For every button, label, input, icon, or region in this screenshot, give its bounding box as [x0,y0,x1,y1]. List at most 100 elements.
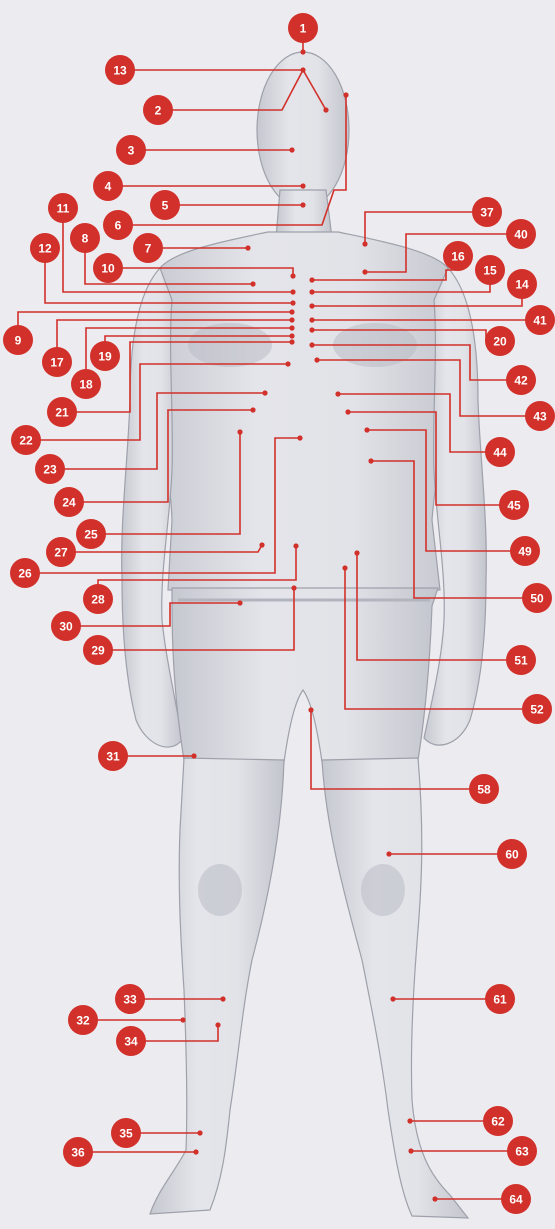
marker-badge-29: 29 [83,635,113,665]
marker-label: 18 [79,378,93,392]
human-figure [122,52,487,1218]
marker-badge-27: 27 [46,537,76,567]
marker-badge-12: 12 [30,233,60,263]
marker-badge-61: 61 [485,984,515,1014]
landmark-point-14 [309,303,314,308]
landmark-point-20 [309,327,314,332]
marker-label: 51 [514,654,528,668]
landmark-point-35 [197,1130,202,1135]
marker-label: 26 [18,567,32,581]
marker-label: 2 [155,104,162,118]
marker-badge-21: 21 [47,397,77,427]
marker-label: 7 [145,242,152,256]
marker-label: 1 [300,22,307,36]
marker-badge-33: 33 [115,984,145,1014]
marker-label: 36 [71,1146,85,1160]
marker-badge-45: 45 [499,490,529,520]
landmark-point-5 [300,202,305,207]
landmark-point-24 [250,407,255,412]
marker-badge-23: 23 [35,454,65,484]
marker-label: 29 [91,644,105,658]
marker-label: 43 [533,410,547,424]
shorts [172,588,438,762]
marker-label: 50 [530,592,544,606]
marker-label: 8 [82,232,89,246]
landmark-point-11 [290,289,295,294]
marker-label: 33 [123,993,137,1007]
marker-badge-40: 40 [506,219,536,249]
marker-label: 23 [43,463,57,477]
marker-badge-10: 10 [93,253,123,283]
marker-badge-16: 16 [443,241,473,271]
marker-label: 6 [115,219,122,233]
landmark-point-12 [290,300,295,305]
landmark-point-4 [300,183,305,188]
marker-badge-26: 26 [10,558,40,588]
landmark-point-29 [291,585,296,590]
marker-label: 15 [483,264,497,278]
marker-label: 49 [518,545,532,559]
marker-label: 3 [128,144,135,158]
landmark-point-10 [290,273,295,278]
marker-badge-35: 35 [111,1118,141,1148]
marker-badge-43: 43 [525,401,555,431]
marker-badge-22: 22 [11,425,41,455]
landmark-point-41 [309,317,314,322]
marker-label: 21 [55,406,69,420]
marker-label: 64 [509,1193,523,1207]
marker-badge-37: 37 [472,197,502,227]
left-chest-shade [188,323,272,367]
marker-label: 11 [57,202,70,216]
marker-badge-62: 62 [483,1106,513,1136]
marker-label: 25 [84,528,98,542]
marker-label: 60 [505,848,519,862]
marker-label: 22 [19,434,33,448]
marker-label: 5 [162,199,169,213]
marker-badge-15: 15 [475,255,505,285]
landmark-point-61 [390,996,395,1001]
landmark-point-36 [193,1149,198,1154]
landmark-point-45 [345,409,350,414]
marker-badge-20: 20 [485,326,515,356]
marker-label: 34 [124,1035,138,1049]
marker-label: 31 [106,750,120,764]
marker-label: 13 [113,64,127,78]
landmark-point-62 [407,1118,412,1123]
marker-badge-64: 64 [501,1184,531,1214]
marker-label: 16 [451,250,465,264]
marker-label: 61 [493,993,507,1007]
marker-badge-36: 36 [63,1137,93,1167]
landmark-point-52 [342,565,347,570]
marker-label: 44 [493,446,507,460]
landmark-point-30 [237,600,242,605]
landmark-point-50 [368,458,373,463]
marker-label: 30 [59,620,73,634]
landmark-point-18 [289,325,294,330]
landmark-point-8 [250,281,255,286]
landmark-point-26 [297,435,302,440]
marker-label: 10 [101,262,115,276]
marker-label: 19 [98,350,112,364]
marker-label: 52 [530,703,544,717]
marker-label: 45 [507,499,521,513]
right-knee-shade [361,864,405,916]
marker-badge-60: 60 [497,839,527,869]
marker-badge-2: 2 [143,95,173,125]
marker-badge-4: 4 [93,171,123,201]
marker-label: 4 [105,180,112,194]
landmark-point-21 [289,339,294,344]
marker-label: 40 [514,228,528,242]
marker-badge-18: 18 [71,369,101,399]
marker-badge-42: 42 [506,365,536,395]
left-knee-shade [198,864,242,916]
landmark-point-40 [362,269,367,274]
marker-label: 24 [62,496,76,510]
marker-badge-34: 34 [116,1026,146,1056]
landmark-point-6 [343,92,348,97]
marker-badge-5: 5 [150,190,180,220]
landmark-point-19 [289,333,294,338]
marker-badge-44: 44 [485,437,515,467]
marker-badge-51: 51 [506,645,536,675]
